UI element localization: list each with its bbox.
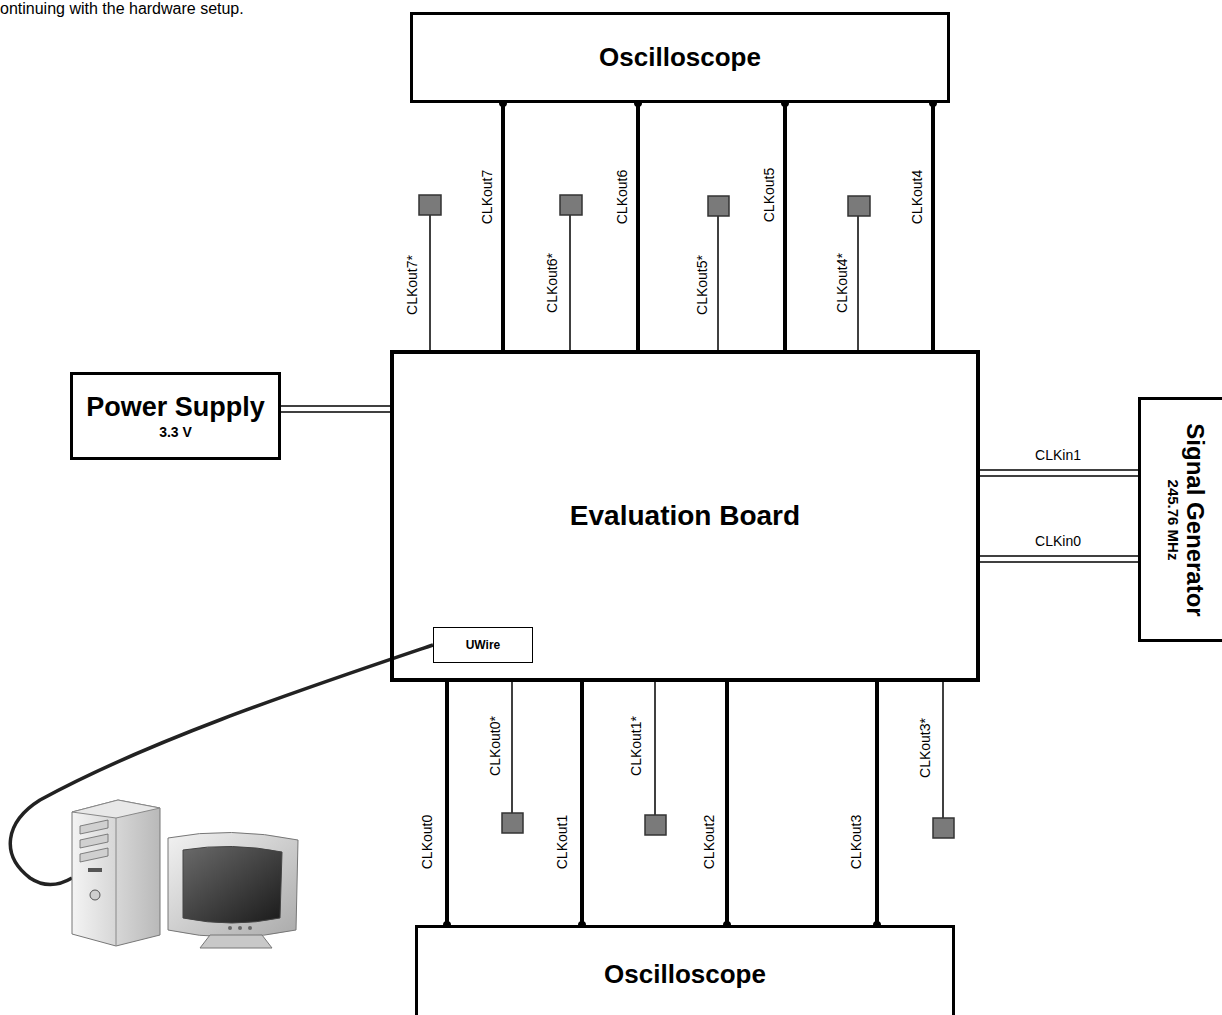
- oscilloscope-box: Oscilloscope: [410, 12, 950, 103]
- signal-label: CLKout6*: [545, 252, 560, 314]
- signal-label: CLKout3*: [918, 717, 933, 779]
- computer-illustration: [72, 800, 298, 948]
- signal-label: CLKout3: [849, 814, 864, 870]
- node-subtitle: 3.3 V: [159, 424, 192, 440]
- signal-label: CLKout5*: [695, 254, 710, 316]
- uwire-connector: UWire: [433, 627, 533, 663]
- signal-wire: [980, 469, 1138, 471]
- signal-wire: [281, 405, 390, 407]
- rotated-text-group: Signal Generator245.76 MHz: [1164, 423, 1207, 616]
- oscilloscope-box: Oscilloscope: [415, 925, 955, 1015]
- signal-wire: [281, 411, 390, 413]
- node-title: Oscilloscope: [599, 42, 761, 73]
- signal-wire: [980, 475, 1138, 477]
- signal-wire: [783, 103, 787, 350]
- signal-wire: [445, 682, 449, 925]
- signal-wire: [580, 682, 584, 925]
- signal-wire: [980, 555, 1138, 557]
- signal-label: CLKout6: [615, 169, 630, 225]
- signal-label: CLKin1: [1034, 448, 1082, 463]
- node-title: UWire: [466, 638, 501, 652]
- signal-generator-box: Signal Generator245.76 MHz: [1138, 397, 1222, 642]
- evaluation-board: Evaluation BoardUWire: [390, 350, 980, 682]
- signal-label: CLKout5: [762, 167, 777, 223]
- signal-label: CLKin0: [1034, 534, 1082, 549]
- node-title: Oscilloscope: [604, 959, 766, 990]
- signal-label: CLKout7*: [405, 254, 420, 316]
- signal-wire: [980, 561, 1138, 563]
- signal-wire: [875, 682, 879, 925]
- signal-label: CLKout4*: [835, 252, 850, 314]
- signal-label: CLKout0*: [488, 715, 503, 777]
- signal-label: CLKout0: [420, 814, 435, 870]
- signal-label: CLKout2: [702, 814, 717, 870]
- node-title: Power Supply: [86, 392, 265, 423]
- signal-wire: [501, 103, 505, 350]
- node-title: Evaluation Board: [570, 500, 800, 532]
- signal-label: CLKout1: [555, 814, 570, 870]
- signal-wire: [931, 103, 935, 350]
- signal-wire: [636, 103, 640, 350]
- node-subtitle: 245.76 MHz: [1164, 479, 1181, 560]
- signal-label: CLKout1*: [629, 715, 644, 777]
- page-text: ontinuing with the hardware setup.: [0, 0, 244, 18]
- signal-label: CLKout4: [910, 169, 925, 225]
- signal-wire: [725, 682, 729, 925]
- signal-label: CLKout7: [480, 169, 495, 225]
- termination-stubs: [419, 195, 954, 838]
- power-supply-box: Power Supply3.3 V: [70, 372, 281, 460]
- node-title: Signal Generator: [1181, 423, 1207, 616]
